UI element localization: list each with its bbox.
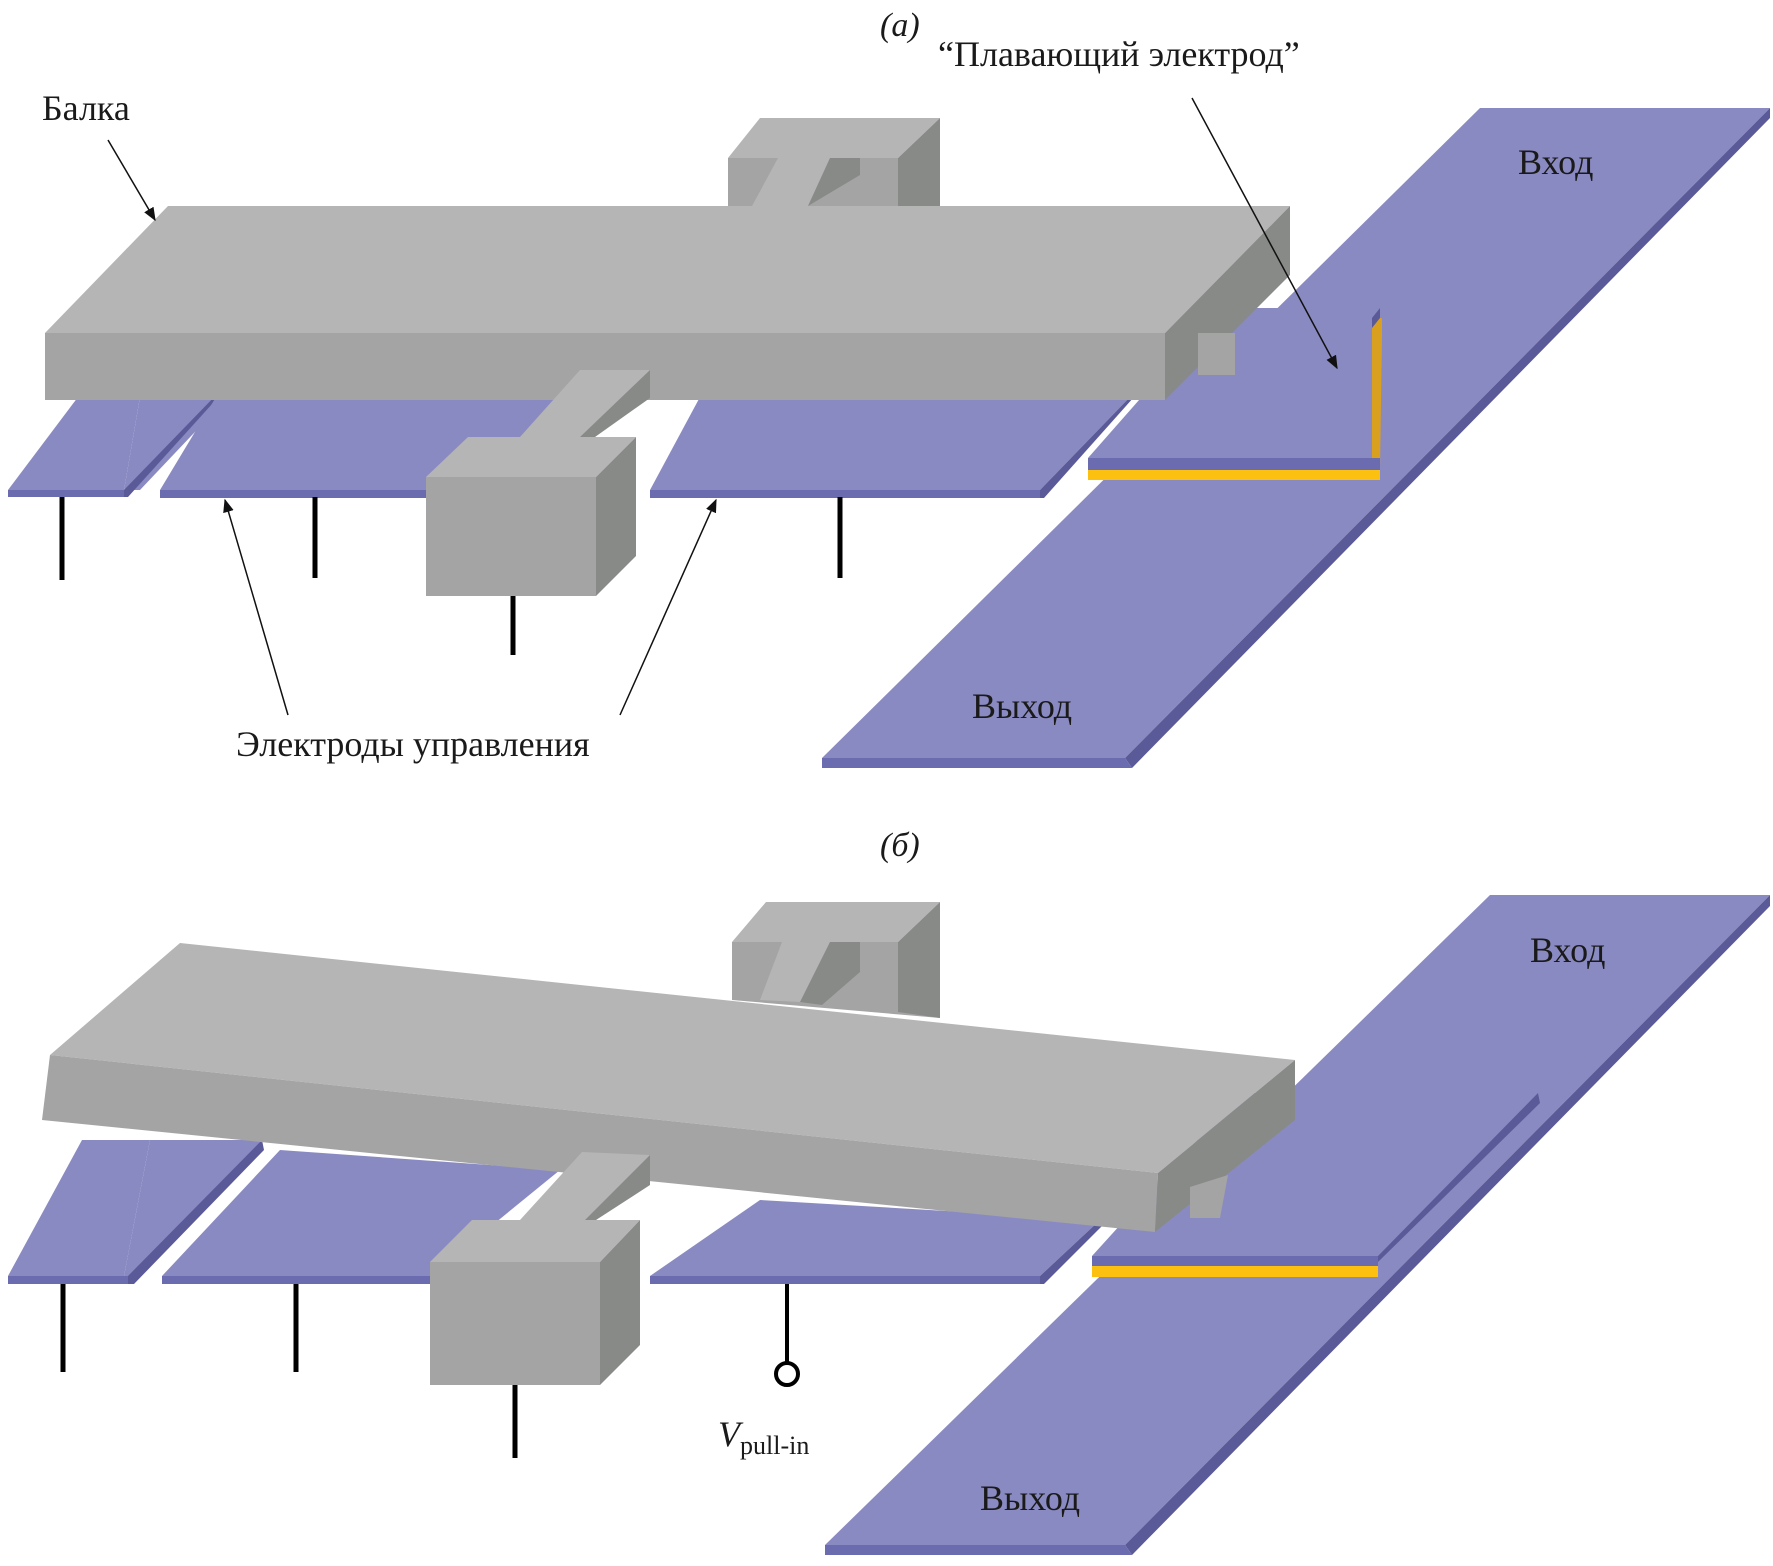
voltage-symbol: V	[718, 1414, 744, 1454]
control-electrode-leader-arrow-left	[223, 498, 289, 716]
control-electrode-right-b	[650, 1200, 1104, 1284]
beam-a	[45, 206, 1290, 400]
control-electrode-right-a	[650, 397, 1134, 498]
output-label-a: Выход	[972, 686, 1072, 726]
ground-symbols-a	[24, 497, 878, 683]
output-label-b: Выход	[980, 1478, 1080, 1518]
panel-a-label: (а)	[880, 7, 920, 44]
floating-electrode-leader-arrow	[1191, 97, 1338, 370]
floating-electrode-a	[1088, 308, 1382, 480]
pull-in-terminal	[774, 1284, 800, 1387]
floating-electrode-label: “Плавающий электрод”	[938, 34, 1300, 74]
beam-contact-post-b	[1190, 1175, 1228, 1218]
beam-contact-post-a	[1198, 333, 1235, 375]
ground-icon	[477, 1458, 553, 1486]
ground-icon	[802, 578, 878, 606]
pull-in-voltage-label: Vpull-in	[718, 1414, 809, 1460]
signal-line-a	[822, 108, 1770, 768]
voltage-subscript: pull-in	[740, 1431, 809, 1460]
panel-a: (а)	[8, 7, 1770, 768]
input-label-a: Вход	[1518, 142, 1593, 182]
panel-b-label: (б)	[880, 827, 920, 864]
panel-b: (б)	[8, 827, 1770, 1555]
ground-icon	[277, 578, 353, 606]
ground-symbols-b	[25, 1284, 553, 1486]
control-electrode-leader-arrow-right	[619, 498, 717, 716]
anchor-front-b	[430, 1152, 650, 1385]
beam-leader-arrow	[107, 139, 156, 222]
control-electrodes-label: Электроды управления	[236, 724, 590, 764]
ground-icon	[25, 1372, 101, 1400]
terminal-icon	[774, 1361, 800, 1387]
input-label-b: Вход	[1530, 930, 1605, 970]
ground-icon	[475, 655, 551, 683]
ground-icon	[24, 580, 100, 608]
anchor-back-a	[728, 118, 940, 206]
beam-label: Балка	[42, 88, 130, 128]
control-electrode-left-b	[8, 1140, 264, 1284]
beam-b	[42, 943, 1295, 1232]
ground-icon	[258, 1372, 334, 1400]
anchor-front-a	[426, 370, 650, 596]
anchor-back-b	[732, 902, 940, 1018]
